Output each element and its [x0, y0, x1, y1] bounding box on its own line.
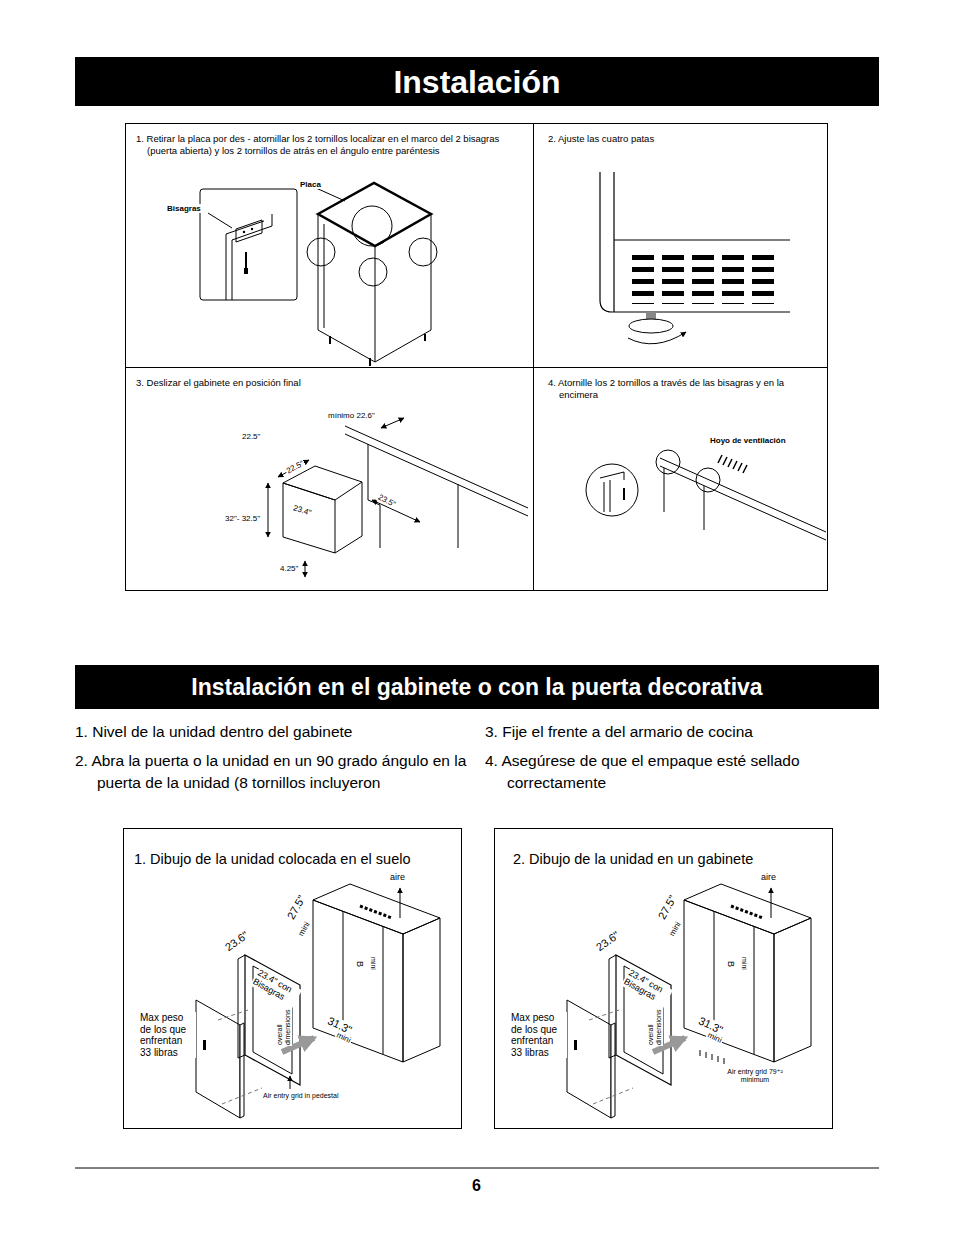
dimension-label: B	[726, 960, 736, 968]
dimension-label: 4.25"	[279, 564, 299, 573]
callout-label: Air entry grid 79⁺² minimum	[712, 1068, 798, 1084]
dimension-label: B	[355, 960, 365, 968]
dimension-label: mini	[667, 920, 683, 939]
panel-heading: 1. Dibujo de la unidad colocada en el su…	[134, 850, 454, 868]
floor-unit-figure	[196, 884, 440, 1118]
dimension-label: mini	[296, 920, 312, 939]
instruction-panel: 1. Retirar la placa por des - atornillar…	[125, 123, 534, 368]
title-band: Instalación	[75, 57, 879, 106]
dimension-label: 23.5"	[376, 492, 398, 510]
callout-label: overall dimensions	[647, 1004, 663, 1046]
panel-heading: 2. Ajuste las cuatro patas	[548, 133, 819, 145]
instruction-panel: 3. Deslizar el gabinete en posición fina…	[125, 367, 534, 591]
instruction-step: 2. Abra la puerta o la unidad en un 90 g…	[75, 750, 498, 793]
section-title: Instalación en el gabinete o con la puer…	[191, 673, 762, 702]
dimension-label: 23.4" con Bisagras	[250, 967, 302, 1008]
instruction-panel: 2. Ajuste las cuatro patas	[533, 123, 828, 368]
instruction-step: 3. Fije el frente a del armario de cocin…	[485, 721, 898, 743]
dimension-label: 23.6"	[222, 928, 252, 954]
dimension-label: 22.5"	[284, 458, 306, 476]
instruction-panel: 4. Atornille los 2 tornillos a través de…	[533, 367, 828, 591]
instruction-panel: 1. Dibujo de la unidad colocada en el su…	[123, 828, 462, 1129]
dimension-label: 32"- 32.5"	[224, 514, 261, 523]
panel-heading: 3. Deslizar el gabinete en posición fina…	[136, 377, 507, 389]
page-number: 6	[471, 1177, 482, 1195]
callout-label: aire	[760, 872, 777, 882]
dimension-label: 23.4" con Bisagras	[621, 967, 673, 1008]
dimension-label: 27.5"	[284, 892, 309, 922]
callout-label: Placa	[299, 180, 322, 189]
dimension-label: 22.5"	[241, 432, 261, 441]
panel-heading: 1. Retirar la placa por des - atornillar…	[136, 133, 507, 157]
dimension-label: mini	[740, 956, 748, 971]
callout-label: Air entry grid in pedestal	[262, 1092, 339, 1100]
plate-removal-figure	[200, 183, 437, 366]
instruction-step: 4. Asegúrese de que el empaque esté sell…	[485, 750, 808, 793]
panel-heading: 4. Atornille los 2 tornillos a través de…	[548, 377, 821, 401]
dimension-label: mini	[369, 956, 377, 971]
dimension-label: 27.5"	[655, 892, 680, 922]
leveling-foot-figure	[600, 172, 790, 344]
countertop-screw-figure	[586, 450, 826, 540]
air-entry-grid	[700, 1050, 724, 1064]
slide-in-figure	[268, 418, 528, 577]
air-entry-arrow	[290, 1076, 291, 1089]
callout-label: overall dimensions	[276, 1004, 292, 1046]
title-band: Instalación en el gabinete o con la puer…	[75, 665, 879, 709]
callout-label: Max peso de los que enfrentan 33 libras	[510, 1012, 567, 1058]
dimension-label: 23.6"	[593, 928, 623, 954]
callout-label: Bisagras	[166, 204, 202, 213]
dimension-label: 23.4"	[291, 503, 313, 518]
cabinet-unit-figure	[567, 884, 811, 1118]
callout-label: Hoyo de ventilación	[709, 436, 787, 445]
instruction-step: 1. Nivel de la unidad dentro del gabinet…	[75, 721, 498, 743]
dimension-label: mínimo 22.6"	[327, 411, 376, 420]
callout-label: Max peso de los que enfrentan 33 libras	[139, 1012, 196, 1058]
section-title: Instalación	[393, 62, 560, 102]
panel-heading: 2. Dibujo de la unidad en un gabinete	[513, 850, 825, 868]
callout-label: aire	[389, 872, 406, 882]
footer-rule	[75, 1168, 879, 1169]
